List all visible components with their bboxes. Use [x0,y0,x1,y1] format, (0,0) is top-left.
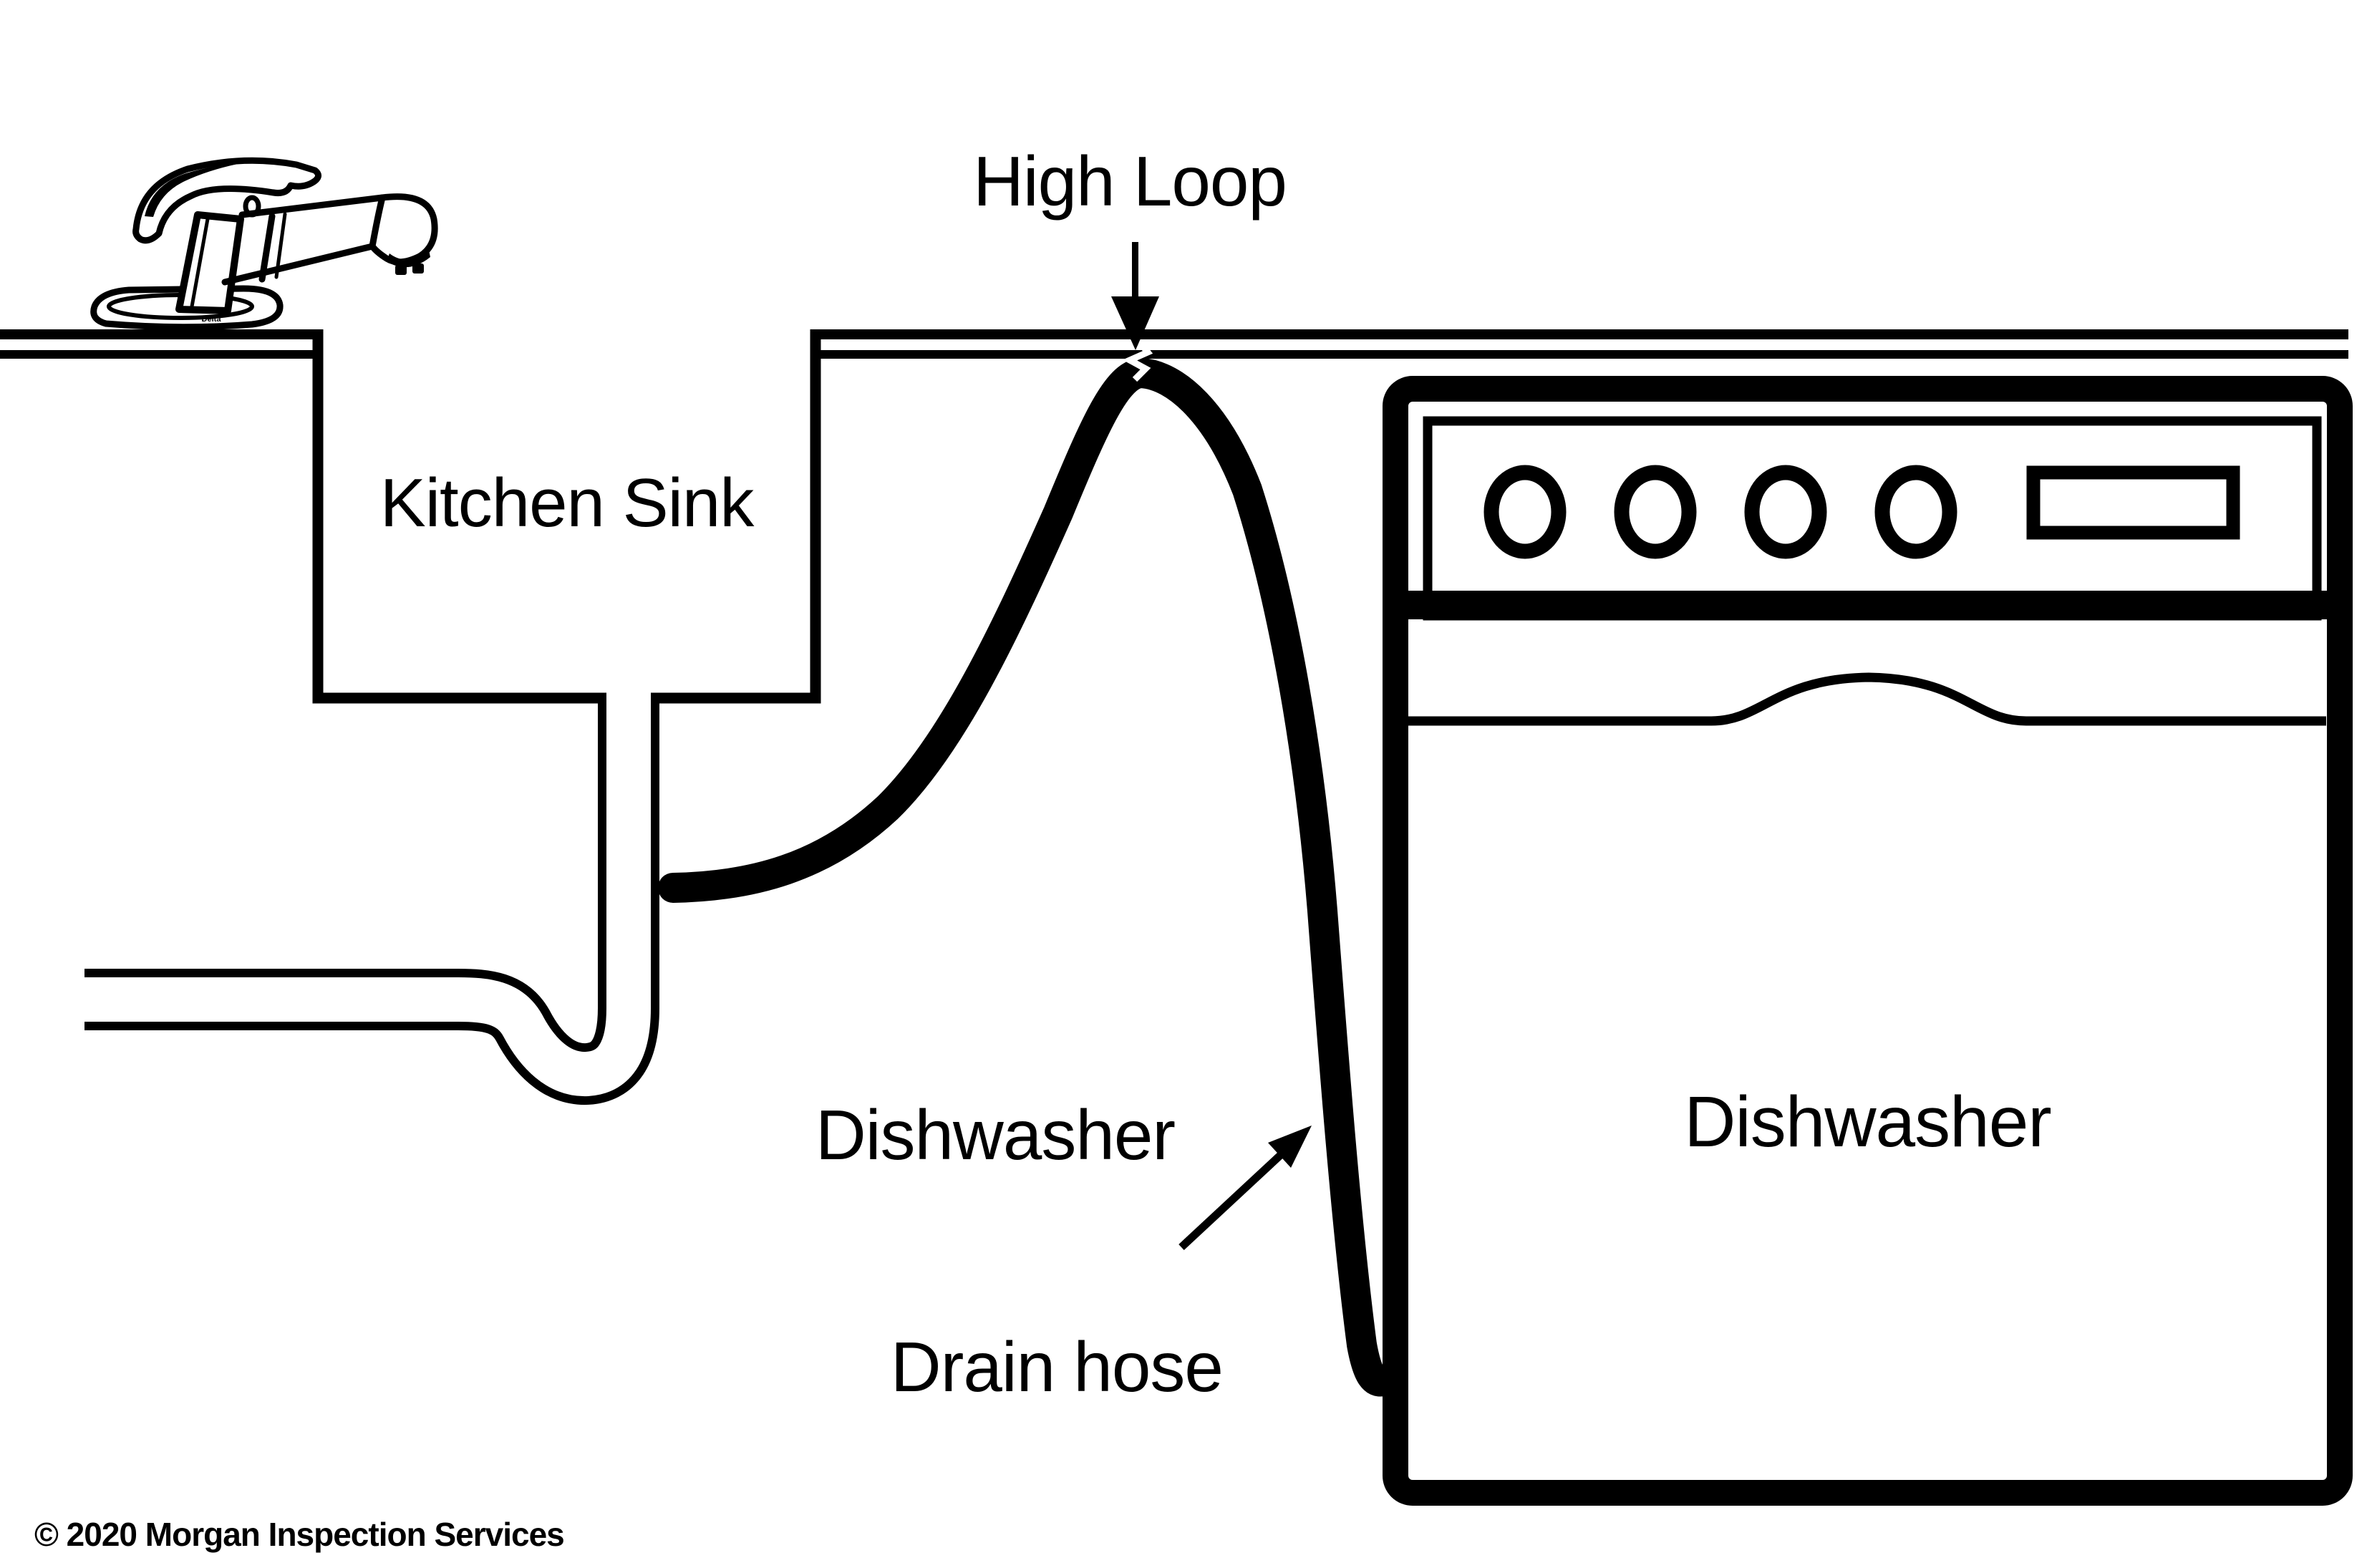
knob-icon-4 [1874,465,1957,559]
faucet-handle-shading [145,164,238,217]
knob-icon-1 [1483,465,1567,559]
control-panel-divider [1408,591,2327,619]
faucet-column [175,211,244,314]
faucet-spout-band [258,213,276,283]
faucet-spout-band2 [274,212,287,279]
faucet-aerator-tip1 [395,265,407,275]
countertop-icon [0,329,2348,359]
faucet-spout-bottom [221,243,376,286]
countertop-bottom-line-left [0,350,324,359]
faucet-aerator-tip2 [412,263,424,274]
drain-pipe-core [84,680,651,1096]
door-handle-arc [1408,672,2326,726]
countertop-top-line-right [810,329,2348,339]
knob-icon-3 [1744,465,1827,559]
copyright-text: © 2020 Morgan Inspection Services [34,1516,565,1553]
faucet-aerator [387,246,430,268]
faucet-spout-top [238,194,386,218]
countertop-top-line-left [0,329,324,339]
high-loop-label: High Loop [973,142,1287,221]
dishwasher-label: Dishwasher [1684,1082,2051,1162]
knob-icon-2 [1614,465,1697,559]
faucet-icon [90,157,438,331]
break-mark-icon [1122,340,1153,382]
faucet-brand-text: Delta [201,315,221,324]
dishwasher-icon [1383,376,2353,1506]
drain-hose-label: Dishwasher Drain hose [815,1077,1259,1425]
drain-hose-label-line1: Dishwasher [815,1095,1176,1174]
drain-hose-arrow-icon [1178,1126,1312,1251]
display-window-icon [2026,465,2240,540]
sink-basin-icon [312,329,821,704]
dishwasher-cabinet-outline [1383,376,2353,1506]
high-loop-arrow-icon [1111,242,1159,350]
faucet-column-highlight [190,217,210,309]
drain-hose-label-line2: Drain hose [890,1327,1224,1406]
countertop-bottom-line-right [810,350,2348,359]
drain-hose-icon [658,357,1405,1397]
kitchen-sink-label: Kitchen Sink [379,465,755,541]
